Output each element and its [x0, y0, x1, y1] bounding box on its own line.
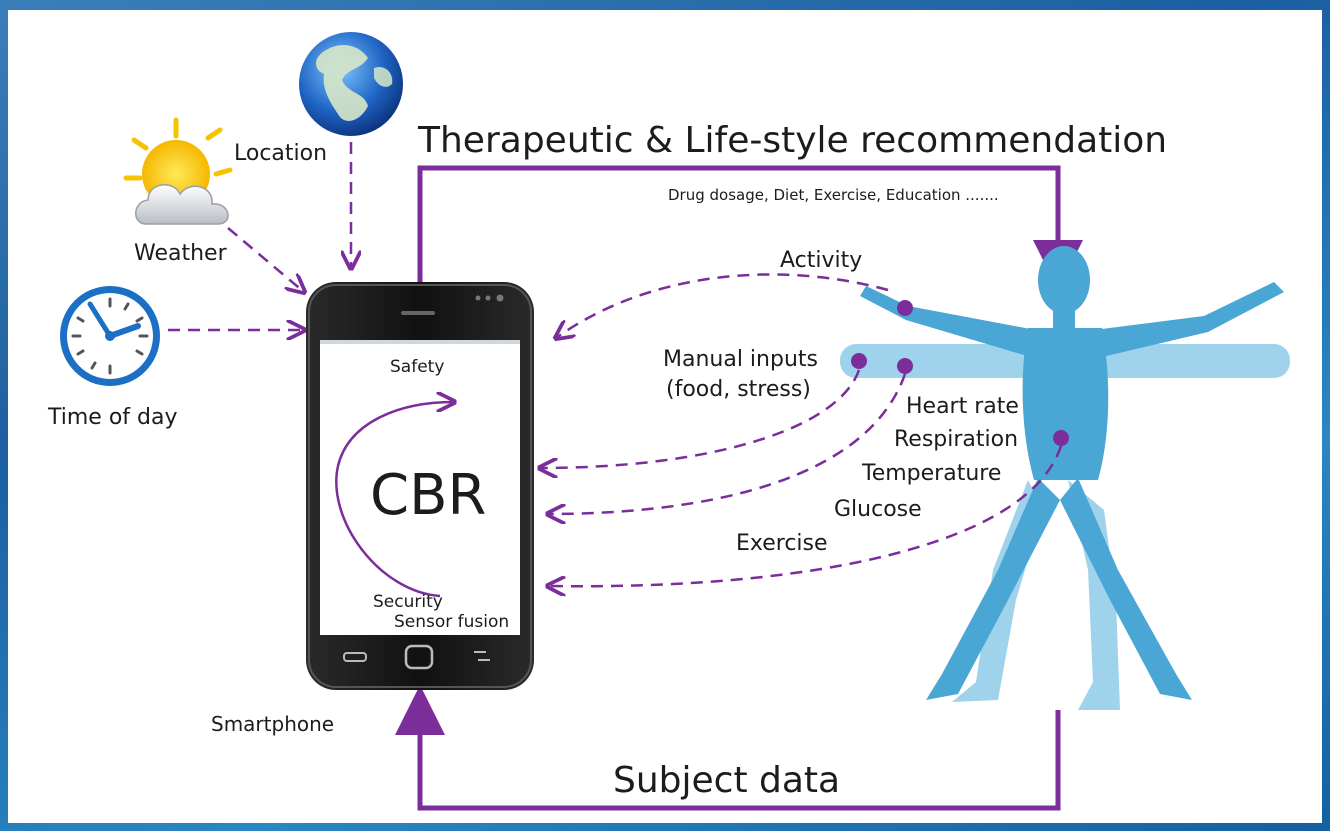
cbr-system-diagram: Therapeutic & Life-style recommendation …	[47, 32, 1290, 811]
exercise-label: Exercise	[736, 531, 828, 556]
clock-icon	[60, 286, 160, 386]
vitals-arrow	[548, 373, 907, 514]
activity-arrow	[556, 273, 889, 338]
temperature-label: Temperature	[861, 461, 1001, 486]
recommendation-subtitle: Drug dosage, Diet, Exercise, Education .…	[668, 186, 999, 204]
diagram-panel: Therapeutic & Life-style recommendation …	[8, 10, 1322, 823]
smartphone-label: Smartphone	[211, 712, 334, 736]
heart-rate-sensor-dot	[897, 358, 913, 374]
weather-label: Weather	[134, 241, 228, 266]
weather-arrow	[227, 227, 304, 292]
activity-label: Activity	[780, 248, 862, 273]
smartphone	[306, 282, 534, 690]
sensor-fusion-label: Sensor fusion	[394, 612, 509, 632]
manual-inputs-sub-label: (food, stress)	[666, 377, 811, 402]
weather-icon	[123, 117, 233, 225]
glucose-sensor-dot	[1053, 430, 1069, 446]
globe-icon	[299, 32, 403, 136]
glucose-label: Glucose	[834, 497, 922, 522]
cbr-title: CBR	[370, 463, 486, 528]
security-label: Security	[373, 592, 443, 612]
safety-label: Safety	[390, 357, 444, 377]
manual-input-dot	[851, 353, 867, 369]
human-figure-icon	[840, 246, 1290, 710]
phone-nav-keys	[343, 644, 490, 670]
recommendation-title: Therapeutic & Life-style recommendation	[417, 120, 1167, 161]
time-of-day-label: Time of day	[47, 405, 178, 430]
activity-sensor-dot	[897, 300, 913, 316]
heart-rate-label: Heart rate	[906, 394, 1019, 419]
manual-inputs-arrow	[540, 369, 861, 468]
location-label: Location	[234, 141, 327, 166]
subject-data-arrow	[395, 685, 1061, 811]
recommendation-arrow	[417, 165, 1083, 290]
respiration-label: Respiration	[894, 427, 1018, 452]
subject-data-label: Subject data	[613, 760, 840, 801]
exercise-arrow	[548, 445, 1063, 586]
cbr-cycle-arrow	[335, 402, 454, 598]
manual-inputs-label: Manual inputs	[663, 347, 818, 372]
